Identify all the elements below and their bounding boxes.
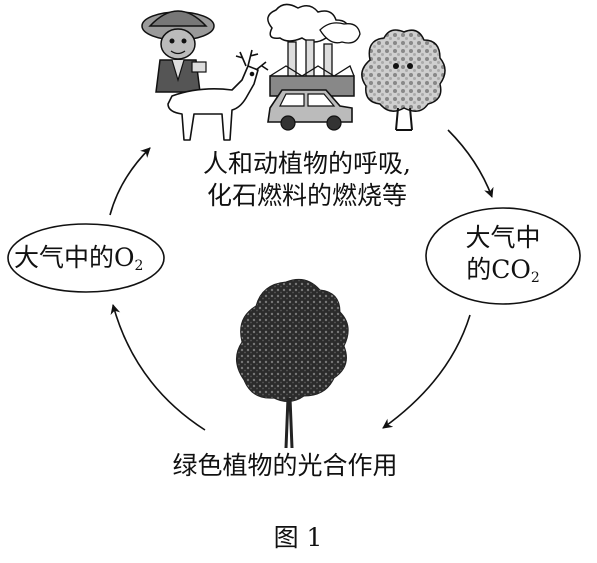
arrow-bottom-to-o2 <box>110 304 206 431</box>
figure-caption: 图 1 <box>273 523 323 552</box>
arrow-co2-to-bottom <box>382 314 471 429</box>
arrow-o2-to-top <box>109 147 151 216</box>
deer-icon <box>167 49 269 141</box>
factory-icon <box>267 3 361 97</box>
photosynthesis-label: 绿色植物的光合作用 <box>172 451 398 480</box>
top-process-line-1: 人和动植物的呼吸, <box>203 149 411 178</box>
arrow-top-to-co2 <box>447 129 494 198</box>
tree-icon <box>236 278 349 449</box>
co2-node-label: 大气中 的CO2 <box>465 223 541 286</box>
car-icon <box>267 89 353 131</box>
o2-node-label: 大气中的O2 <box>14 243 144 274</box>
farmer-icon <box>141 10 215 93</box>
top-process-label: 人和动植物的呼吸, 化石燃料的燃烧等 <box>172 148 442 212</box>
top-process-line-2: 化石燃料的燃烧等 <box>206 181 407 210</box>
o2-node-ellipse <box>7 223 165 293</box>
co2-node-ellipse <box>425 207 581 305</box>
bush-icon <box>361 29 446 131</box>
